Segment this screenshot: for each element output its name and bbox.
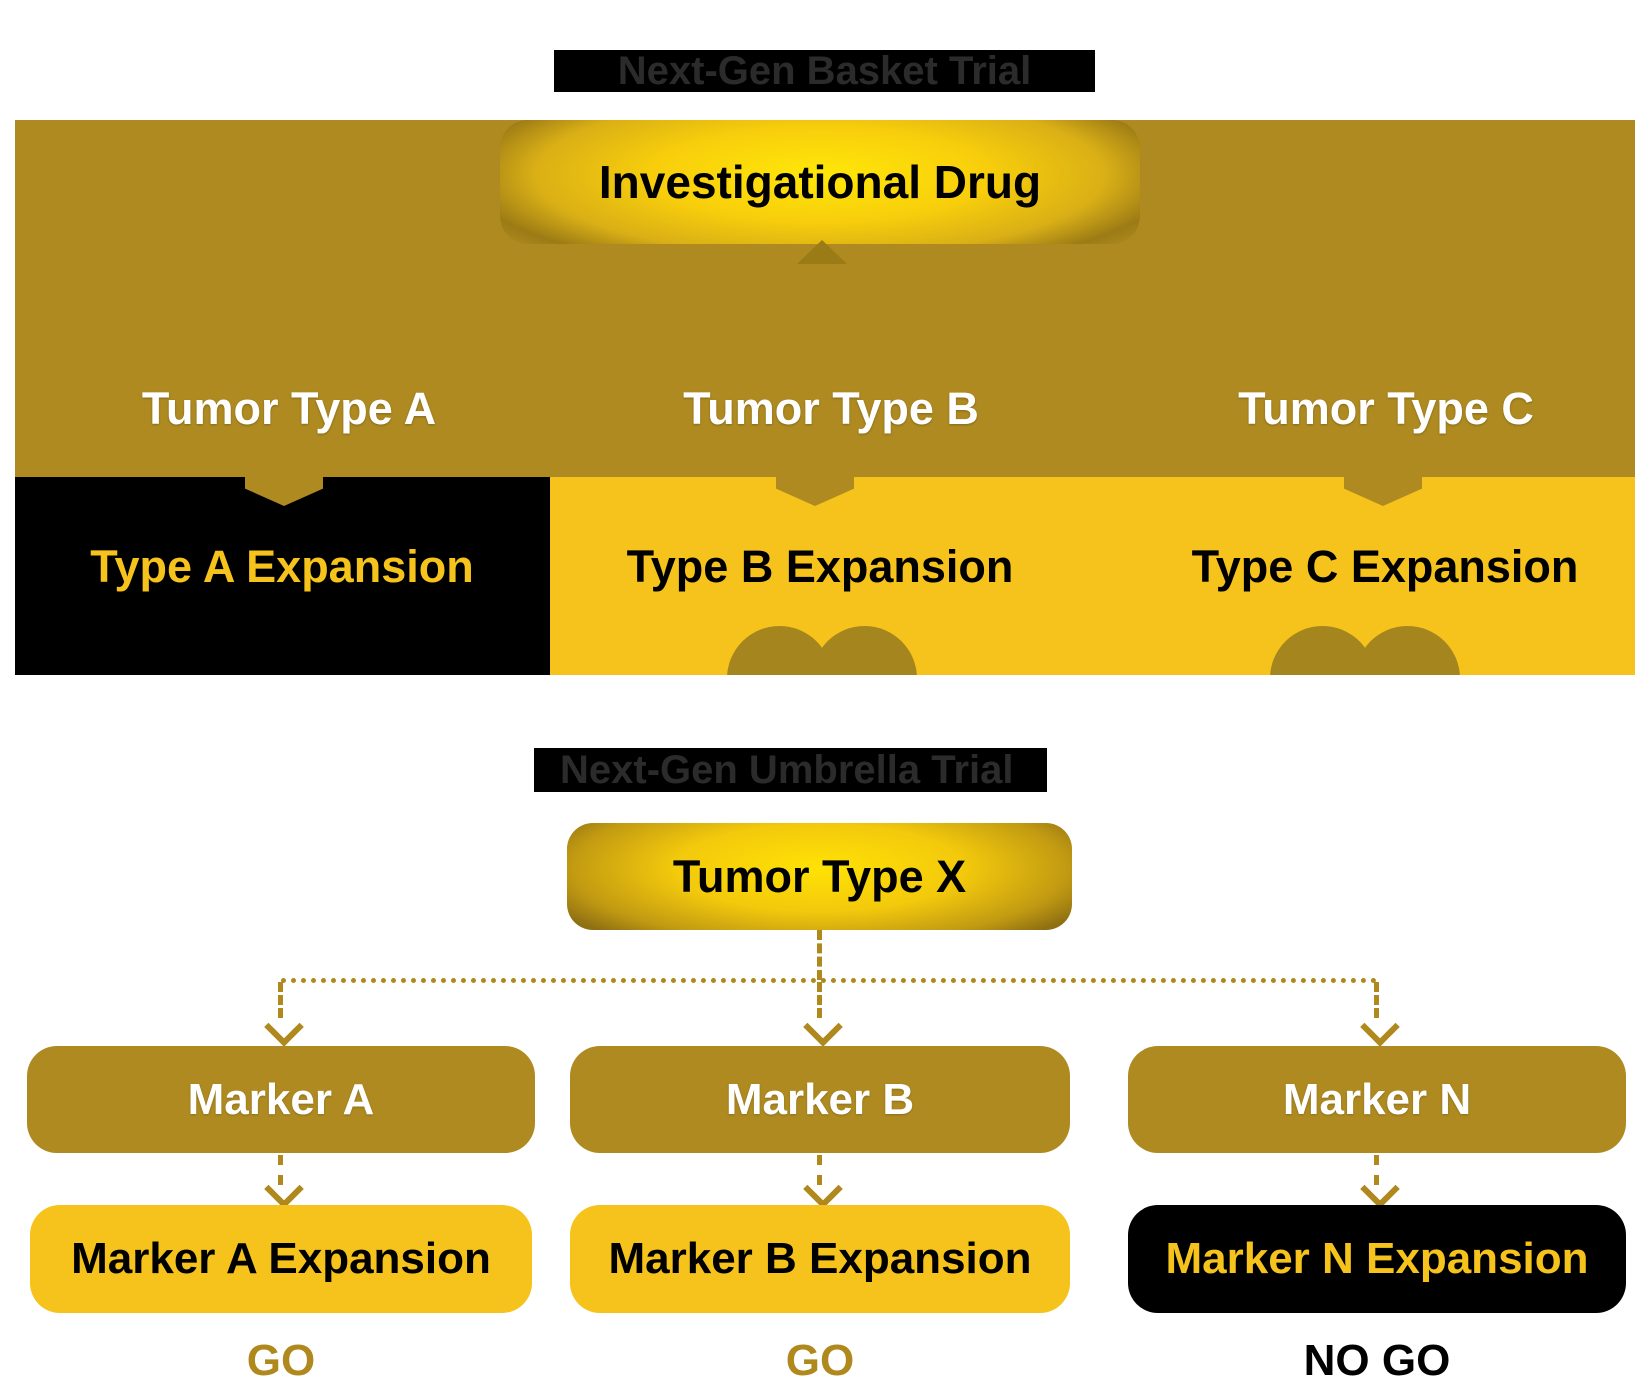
tumor-type-a-label: Tumor Type A	[141, 383, 437, 434]
decision-no-go-label: NO GO	[1303, 1336, 1451, 1385]
type-b-expansion-label: Type B Expansion	[626, 541, 1014, 592]
marker-n-box: Marker N	[1128, 1046, 1626, 1153]
tumor-type-b-label: Tumor Type B	[683, 383, 979, 434]
connector-line	[817, 1155, 822, 1185]
marker-n-expansion-box: Marker N Expansion	[1128, 1205, 1626, 1313]
bump-decoration	[1270, 626, 1460, 675]
tumor-type-x-box: Tumor Type X	[567, 823, 1072, 930]
umbrella-trial-title: Next-Gen Umbrella Trial	[534, 748, 1047, 792]
type-a-expansion-highlight	[15, 477, 550, 675]
connector-root-line	[817, 930, 822, 980]
marker-b-expansion-box: Marker B Expansion	[570, 1205, 1070, 1313]
connector-line	[817, 982, 822, 1018]
arrowhead-down-icon	[264, 1169, 304, 1209]
decision-go-label: GO	[246, 1336, 316, 1385]
connector-line	[278, 1155, 283, 1185]
marker-b-box: Marker B	[570, 1046, 1070, 1153]
marker-a-expansion-box: Marker A Expansion	[30, 1205, 532, 1313]
decision-go-label: GO	[785, 1336, 855, 1385]
arrowhead-down-icon	[264, 1007, 304, 1047]
arrowhead-down-icon	[803, 1007, 843, 1047]
marker-a-box: Marker A	[27, 1046, 535, 1153]
basket-trial-title: Next-Gen Basket Trial	[554, 50, 1095, 92]
arrowhead-down-icon	[803, 1169, 843, 1209]
arrowhead-down-icon	[1360, 1007, 1400, 1047]
connector-horizontal-line	[281, 978, 1377, 983]
connector-line	[1374, 982, 1379, 1018]
type-a-expansion-label: Type A Expansion	[90, 541, 474, 592]
type-c-expansion-label: Type C Expansion	[1191, 541, 1579, 592]
tumor-type-c-label: Tumor Type C	[1238, 383, 1534, 434]
connector-line	[278, 982, 283, 1018]
connector-line	[1374, 1155, 1379, 1185]
investigational-drug-box: Investigational Drug	[500, 120, 1140, 244]
bump-decoration	[727, 626, 917, 675]
arrowhead-down-icon	[1360, 1169, 1400, 1209]
